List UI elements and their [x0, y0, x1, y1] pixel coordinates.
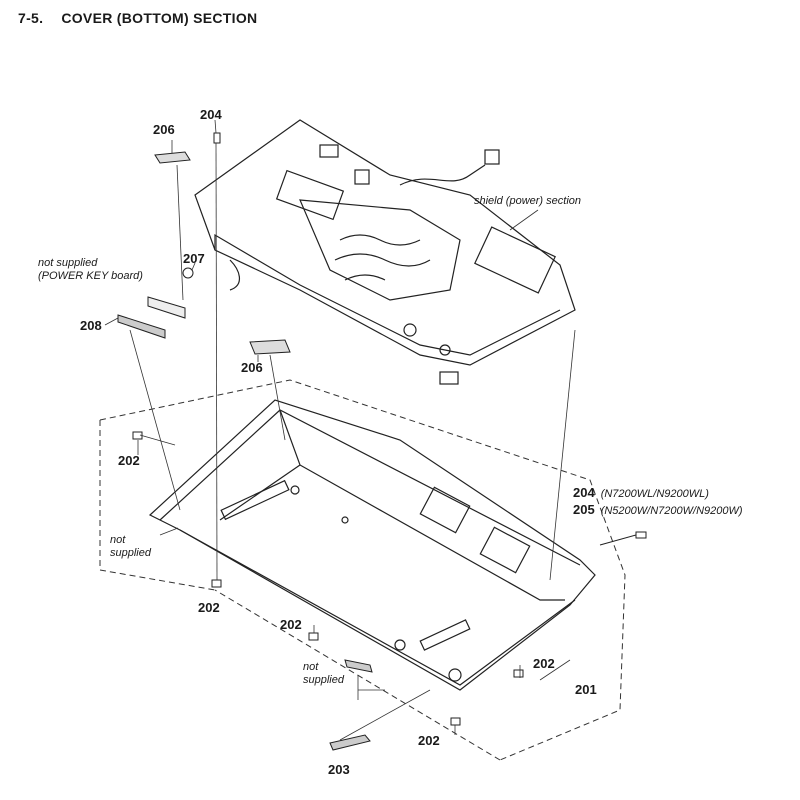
- label-204-top: 204: [200, 107, 222, 122]
- note-shield-power-section: shield (power) section: [474, 195, 581, 207]
- label-202-right: 202: [533, 656, 555, 671]
- label-204-right: 204 (N7200WL/N9200WL): [573, 485, 709, 500]
- section-heading: COVER (BOTTOM) SECTION: [61, 10, 258, 26]
- label-204-number: 204: [573, 485, 595, 500]
- label-202-front-left: 202: [198, 600, 220, 615]
- screw-204-top: [213, 132, 221, 144]
- label-205: 205 (N5200W/N7200W/N9200W): [573, 502, 743, 517]
- part-208: [117, 314, 166, 339]
- note-bottom-line1: not: [303, 661, 319, 673]
- note-power-key-line1: not supplied: [38, 257, 98, 269]
- power-key-board: [147, 296, 186, 319]
- label-206-lower: 206: [241, 360, 263, 375]
- label-202-center: 202: [280, 617, 302, 632]
- part-203: [329, 734, 371, 751]
- label-203: 203: [328, 762, 350, 777]
- part-not-supplied-bottom: [344, 659, 373, 673]
- label-204-models: (N7200WL/N9200WL): [600, 488, 709, 500]
- screw-205: [599, 531, 647, 546]
- label-207: 207: [183, 251, 205, 266]
- part-206-upper: [154, 151, 191, 164]
- bottom-cover-tray: [148, 399, 596, 691]
- label-206-upper: 206: [153, 122, 175, 137]
- label-205-number: 205: [573, 502, 595, 517]
- note-left-line2: supplied: [110, 547, 151, 559]
- section-title: 7-5. COVER (BOTTOM) SECTION: [18, 10, 257, 26]
- note-not-supplied-left: not supplied: [110, 534, 151, 560]
- cover-outline-dashed: [99, 379, 626, 761]
- part-206-lower: [249, 339, 291, 355]
- section-number: 7-5.: [18, 10, 44, 26]
- note-left-line1: not: [110, 534, 126, 546]
- feet-202: [132, 431, 524, 726]
- leader-lines: [104, 119, 576, 741]
- label-202-left: 202: [118, 453, 140, 468]
- screw-207: [182, 267, 194, 279]
- note-not-supplied-bottom: not supplied: [303, 661, 344, 687]
- label-202-bottom: 202: [418, 733, 440, 748]
- label-208: 208: [80, 318, 102, 333]
- label-201: 201: [575, 682, 597, 697]
- note-power-key-line2: (POWER KEY board): [38, 270, 143, 282]
- note-power-key-board: not supplied (POWER KEY board): [38, 257, 143, 283]
- label-205-models: (N5200W/N7200W/N9200W): [600, 505, 743, 517]
- note-bottom-line2: supplied: [303, 674, 344, 686]
- shield-power-chassis: [194, 119, 576, 385]
